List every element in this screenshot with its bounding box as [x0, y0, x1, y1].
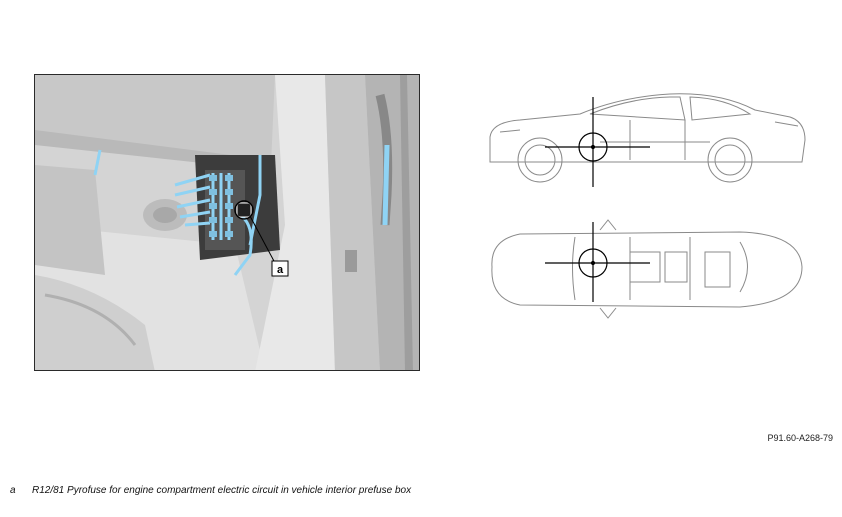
- vehicle-location-diagram: [480, 92, 815, 372]
- crosshair-locator-icon: [545, 97, 650, 187]
- fuse-box-illustration: a: [35, 75, 419, 370]
- callout-letter: a: [277, 264, 284, 276]
- side-view-icon: [489, 93, 806, 183]
- legend-key: a: [10, 485, 16, 496]
- legend-description: R12/81 Pyrofuse for engine compartment e…: [32, 485, 412, 496]
- top-view-icon: [491, 219, 803, 319]
- crosshair-locator-icon: [545, 222, 650, 302]
- figure-id: P91.60-A268-79: [767, 433, 833, 443]
- callout-marker: a: [234, 200, 289, 277]
- fuse-box-photo: a: [34, 74, 420, 371]
